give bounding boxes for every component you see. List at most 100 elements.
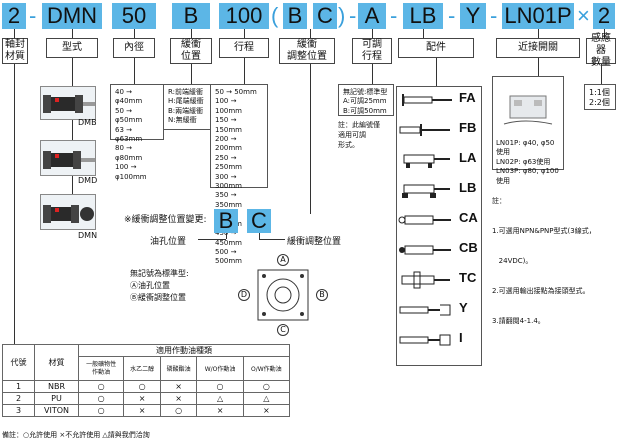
table-cell-material: VITON [34,404,79,417]
header-cushion-adj: 緩衝 調整位置 [279,38,335,64]
stroke-item: 300 → 300mm [215,172,242,191]
mount-row-lb [396,178,482,202]
switch-note-line: 2.可選用輸出接點為接頭型式。 [492,287,590,295]
table-cell: ○ [77,392,125,405]
switch-note-line: 1.可選用NPN&PNP型式(3線式， [492,227,596,235]
table-cell: ○ [123,380,161,393]
bore-item: 80 → φ80mm [115,144,143,162]
table-head-code: 代號 [2,344,35,381]
code-dash: - [490,3,498,28]
table-row: 2 PU ○ × × △ △ [2,392,291,405]
la-mount-icon [403,154,450,168]
code-cushion: B [172,3,210,29]
y-mount-icon [399,304,451,316]
fb-mount-icon [399,124,450,136]
switch-item: LN01P: φ40, φ50使用 [496,139,555,157]
table-head-material: 材質 [34,344,79,381]
switch-image [496,79,560,139]
mount-row-y [396,298,482,322]
stroke-item: 450 → 450mm [215,229,242,247]
port-diagram: A C D B [224,254,342,338]
lb-mount-icon [402,184,450,198]
header-bore: 內徑 [113,38,155,58]
bore-item: 40 → φ40mm [115,88,143,106]
mount-row-tc [396,268,482,292]
table-cell: × [159,380,198,393]
table-cell: ○ [77,380,125,393]
table-cell: × [242,404,291,417]
cushion-adj-letter-c: C [247,208,271,233]
cb-mount-icon [399,245,451,255]
code-times: × [577,3,590,28]
series-label-dmb: DMB [78,118,97,127]
port-a-label: A [277,254,289,266]
standard-note-line: 無記號為標準型: [130,269,189,278]
adjust-item: B:可調50mm [343,106,387,115]
switch-note-line: 註： [492,197,506,205]
code-stroke: 100 [219,3,269,29]
switch-notes: 註： 1.可選用NPN&PNP型式(3線式， 24VDC)。 2.可選用輸出接點… [492,176,612,336]
mount-code-y: Y [459,300,468,315]
table-cell: × [123,404,161,417]
table-group-header: 適用作動油種類 [78,344,290,357]
table-col-water-glycol: 水乙二醇 [123,356,161,381]
cushion-item: N:無緩衝 [168,116,197,125]
code-dash: - [349,3,357,28]
table-cell: ○ [196,380,244,393]
table-legend: 備註：○允許使用 ×不允許使用 △請與我們洽詢 [2,431,150,439]
series-label-dmd: DMD [78,176,98,185]
table-col-phosphate: 磷酸酯油 [159,356,198,381]
header-cushion: 緩衝 位置 [170,38,212,64]
table-cell: ○ [242,380,291,393]
table-cell: △ [196,392,244,405]
table-cell-code: 3 [2,404,35,417]
mount-code-fa: FA [459,90,476,105]
switch-panel: LN01P: φ40, φ50使用 LN02P: φ63使用 LN03P: φ8… [492,76,564,185]
standard-note-line: Ⓑ緩衝調整位置 [130,293,186,302]
code-cushion-pos2: C [313,3,337,29]
port-c-label: C [277,324,289,336]
bore-item: 100 → φ100mm [115,163,147,181]
stroke-item: 50 → 50mm [215,88,257,96]
cushion-adj-left-label: 油孔位置 [150,237,187,247]
stroke-item: 250 → 250mm [215,153,242,172]
bore-item: 63 → φ63mm [115,125,143,144]
cushion-item: H:尾端緩衝 [168,97,204,106]
mount-row-cb [396,238,482,262]
code-cushion-pos1: B [283,3,307,29]
stroke-item: 100 → 100mm [215,97,242,115]
bore-item: 50 → φ50mm [115,106,143,125]
table-cell: × [159,392,198,405]
i-mount-icon [399,334,451,346]
adjust-list: 無記號:標準型 A:可調25mm B:可調50mm [338,84,394,116]
adjust-note: 註：此編號僅 適用可調 形式。 [338,121,380,149]
cushion-adj-letter-b: B [214,208,238,233]
stroke-item: 150 → 150mm [215,116,242,134]
mount-row-la [396,148,482,172]
code-qty: 2 [593,3,615,29]
series-label-dmn: DMN [78,231,98,240]
code-mount: LB [403,3,443,29]
adjust-item: 無記號:標準型 [343,88,388,96]
table-cell: × [196,404,244,417]
code-dash: - [29,3,37,28]
table-col-mineral: 一般礦物性 作動油 [77,356,125,381]
table-cell: ○ [77,404,125,417]
adjust-item: A:可調25mm [343,97,387,106]
table-cell-material: NBR [34,380,79,393]
code-series: DMN [42,3,102,29]
qty-list: 1:1個 2:2個 [584,84,616,110]
cushion-adj-right-label: 緩衝調整位置 [287,237,342,247]
stroke-item: 200 → 200mm [215,135,242,153]
ca-mount-icon [398,215,451,225]
header-mount: 配件 [398,38,474,58]
cushion-list: R:前端緩衝 H:尾端緩衝 B:兩端緩衝 N:無緩衝 [163,84,213,130]
mount-code-cb: CB [459,240,478,255]
table-cell: × [123,392,161,405]
table-cell: △ [242,392,291,405]
table-cell-code: 1 [2,380,35,393]
stroke-item: 350 → 350mm [215,191,242,209]
code-open-paren: ( [271,3,279,28]
header-qty: 感應器 數量 [586,33,616,68]
material-table: 代號 材質 適用作動油種類 一般礦物性 作動油 水乙二醇 磷酸酯油 W/O作動油… [2,344,291,417]
